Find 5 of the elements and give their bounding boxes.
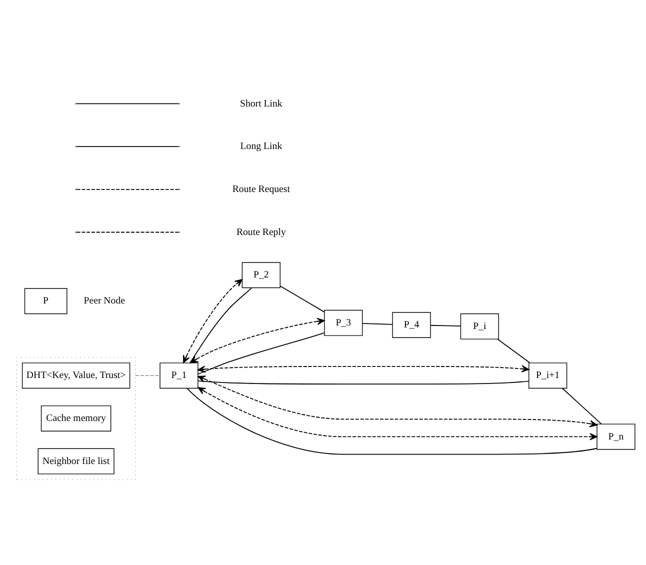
legend-label: Long Link (240, 141, 282, 152)
node-label: Peer Node (84, 296, 125, 307)
legend-label: Route Reply (236, 226, 286, 238)
legend-label: Route Request (232, 184, 290, 196)
legend-label: Short Link (240, 98, 282, 110)
